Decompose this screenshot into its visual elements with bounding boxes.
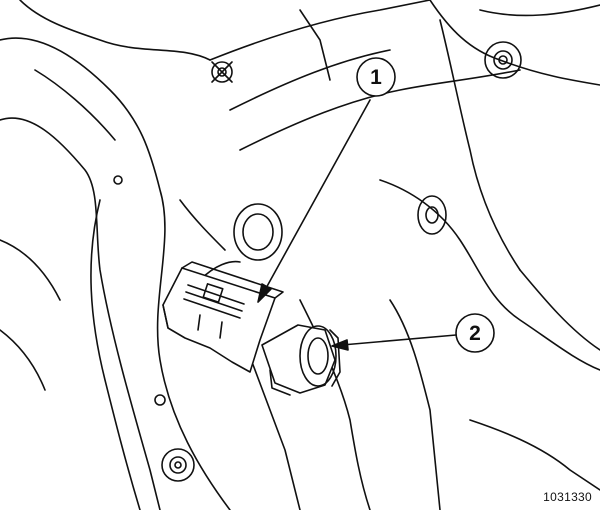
leader-arrow-2 [331,339,349,351]
leader-line-2 [341,334,457,346]
callout-label-1: 1 [370,66,382,89]
electrical-connector [162,261,284,373]
bolt-middle-right [417,195,447,235]
bolt-bottom-left [161,448,195,482]
leader-arrow-1 [257,283,272,303]
callout-circle-2 [455,313,495,353]
sensor-body [261,324,341,396]
callout-label-2: 2 [469,322,481,345]
callout-circle-1 [356,57,396,97]
bolt-left-small [113,175,166,406]
sensor-bore [233,203,283,261]
figure-id: 1031330 [543,490,592,504]
leader-line-1 [264,99,371,291]
bolt-top-left [211,61,233,83]
bolt-top-right [484,41,522,79]
